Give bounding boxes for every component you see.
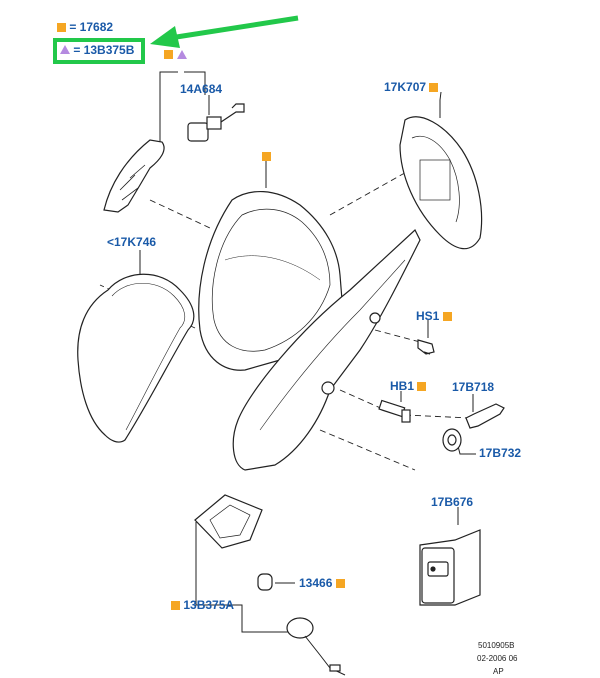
orange-square-icon bbox=[171, 601, 180, 610]
part-number: <17K746 bbox=[107, 235, 157, 249]
orange-square-icon bbox=[262, 152, 271, 161]
part-label-17k746[interactable]: <17K746 bbox=[107, 235, 156, 249]
orange-square-icon bbox=[442, 312, 452, 321]
legend-triangle-row: = 13B375B bbox=[60, 43, 134, 57]
mirror-housing bbox=[198, 190, 343, 371]
footer-date: 02-2006 06 bbox=[477, 654, 518, 663]
part-label-13466[interactable]: 13466 bbox=[299, 576, 345, 590]
bulb-13466 bbox=[257, 573, 273, 591]
part-number: 14A684 bbox=[180, 82, 223, 96]
legend-triangle-text: = 13B375B bbox=[73, 43, 135, 57]
part-label-17b718[interactable]: 17B718 bbox=[452, 380, 494, 394]
bolt-hb1 bbox=[378, 399, 411, 423]
part-label-17b676[interactable]: 17B676 bbox=[431, 495, 473, 509]
part-label-hs1[interactable]: HS1 bbox=[416, 309, 452, 323]
screw-hs1 bbox=[417, 339, 435, 355]
part-label-14a684[interactable]: 14A684 bbox=[180, 82, 222, 96]
legend-square-text: = 17682 bbox=[69, 20, 114, 34]
part-number: 17B676 bbox=[431, 495, 474, 509]
purple-triangle-icon bbox=[177, 50, 187, 59]
footer-suffix: AP bbox=[493, 667, 504, 676]
mirror-glass bbox=[77, 273, 195, 443]
part-number: 13466 bbox=[299, 576, 333, 590]
legend-square-row: = 17682 bbox=[57, 20, 113, 34]
orange-square-icon bbox=[335, 579, 345, 588]
green-arrow-icon bbox=[150, 15, 299, 48]
bulb-socket bbox=[187, 103, 245, 142]
part-number: HB1 bbox=[390, 379, 415, 393]
mirror-base bbox=[232, 229, 421, 471]
glass-backing-plate bbox=[399, 116, 483, 250]
highlight-box bbox=[53, 38, 145, 64]
orange-square-icon bbox=[164, 50, 173, 59]
switch-17b676 bbox=[419, 529, 481, 606]
part-number: 17K707 bbox=[384, 80, 427, 94]
orange-square-icon bbox=[57, 23, 66, 32]
washer-17b732 bbox=[442, 428, 462, 452]
part-number: 17B732 bbox=[479, 446, 522, 460]
part-number: HS1 bbox=[416, 309, 440, 323]
part-label-17k707[interactable]: 17K707 bbox=[384, 80, 439, 94]
leader-lines bbox=[139, 71, 476, 633]
grommet-17b718 bbox=[465, 403, 505, 429]
part-number: 17B718 bbox=[452, 380, 495, 394]
part-label-13b375a[interactable]: 13B375A bbox=[171, 598, 234, 612]
lamp-housing bbox=[194, 494, 263, 549]
purple-triangle-icon bbox=[60, 45, 70, 54]
orange-square-icon bbox=[417, 382, 427, 391]
orange-square-icon bbox=[429, 83, 439, 92]
lamp-socket bbox=[286, 617, 346, 676]
footer-code: 5010905B bbox=[478, 641, 515, 650]
part-number: 13B375A bbox=[183, 598, 235, 612]
part-label-17b732[interactable]: 17B732 bbox=[479, 446, 521, 460]
part-label-hb1[interactable]: HB1 bbox=[390, 379, 427, 393]
upper-cover bbox=[103, 139, 165, 213]
